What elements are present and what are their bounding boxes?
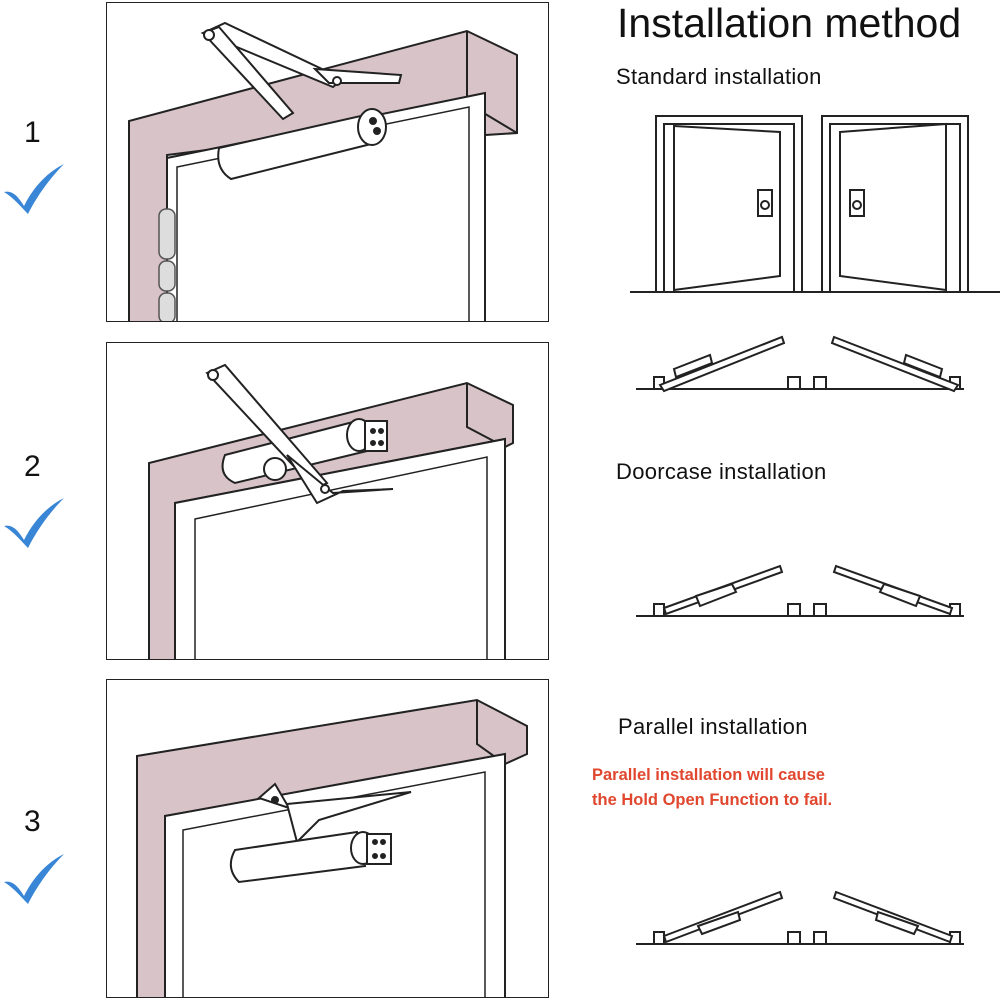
check-icon xyxy=(4,498,64,548)
door-plan-parallel xyxy=(636,890,964,945)
page-title: Installation method xyxy=(617,0,962,46)
hinge-icon xyxy=(158,208,176,321)
check-icon xyxy=(4,164,64,214)
door-icon xyxy=(821,115,969,293)
door-icon xyxy=(655,115,803,293)
door-closer-icon xyxy=(229,782,412,884)
step-number-2: 2 xyxy=(24,450,41,483)
check-icon xyxy=(4,854,64,904)
door-closer-icon xyxy=(200,21,403,181)
illustration-panel-standard xyxy=(106,2,549,322)
illustration-panel-doorcase xyxy=(106,342,549,660)
method-label-parallel: Parallel installation xyxy=(618,714,808,739)
illustration-panel-parallel xyxy=(106,679,549,998)
door-elevation-pair xyxy=(630,115,1000,293)
warning-line-1: Parallel installation will cause xyxy=(592,766,825,784)
door-closer-icon xyxy=(205,363,394,505)
step-number-1: 1 xyxy=(24,116,41,149)
warning-line-2: the Hold Open Function to fail. xyxy=(592,791,833,809)
step-number-3: 3 xyxy=(24,805,41,838)
door-plan-doorcase xyxy=(636,564,964,617)
method-label-standard: Standard installation xyxy=(616,64,822,89)
warning-text: Parallel installation will cause the Hol… xyxy=(592,763,832,813)
door-plan-standard xyxy=(636,335,964,393)
method-label-doorcase: Doorcase installation xyxy=(616,459,827,484)
